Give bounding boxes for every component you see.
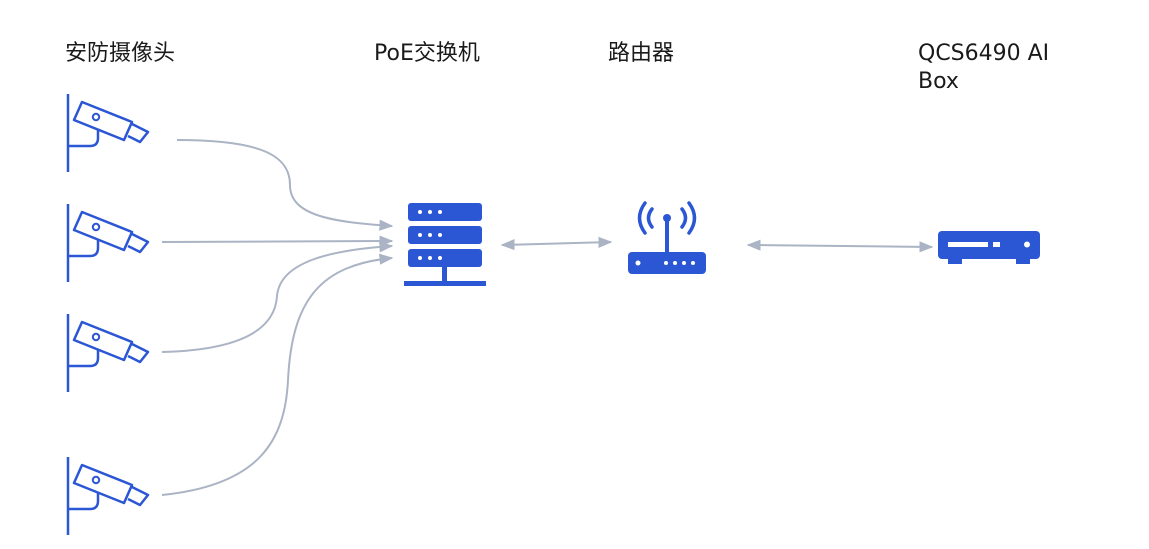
router-aibox-link — [746, 239, 934, 253]
security-camera-icon — [66, 92, 150, 174]
poe-switch-label: PoE交换机 — [374, 41, 480, 66]
router-label: 路由器 — [608, 41, 675, 66]
camera-3-link — [161, 241, 394, 353]
camera-2-link — [161, 235, 394, 247]
camera-4-link — [161, 253, 394, 496]
cameras-label: 安防摄像头 — [65, 41, 176, 66]
security-camera-icon — [66, 455, 150, 537]
wifi-router-icon — [628, 201, 706, 274]
security-camera-icon — [66, 202, 150, 284]
camera-1-link — [176, 139, 394, 231]
server-stack-icon — [404, 203, 486, 286]
switch-router-link — [500, 236, 613, 251]
set-top-box-icon — [938, 231, 1040, 264]
ai-box-label: QCS6490 AI Box — [918, 41, 1050, 94]
security-camera-icon — [66, 312, 150, 394]
